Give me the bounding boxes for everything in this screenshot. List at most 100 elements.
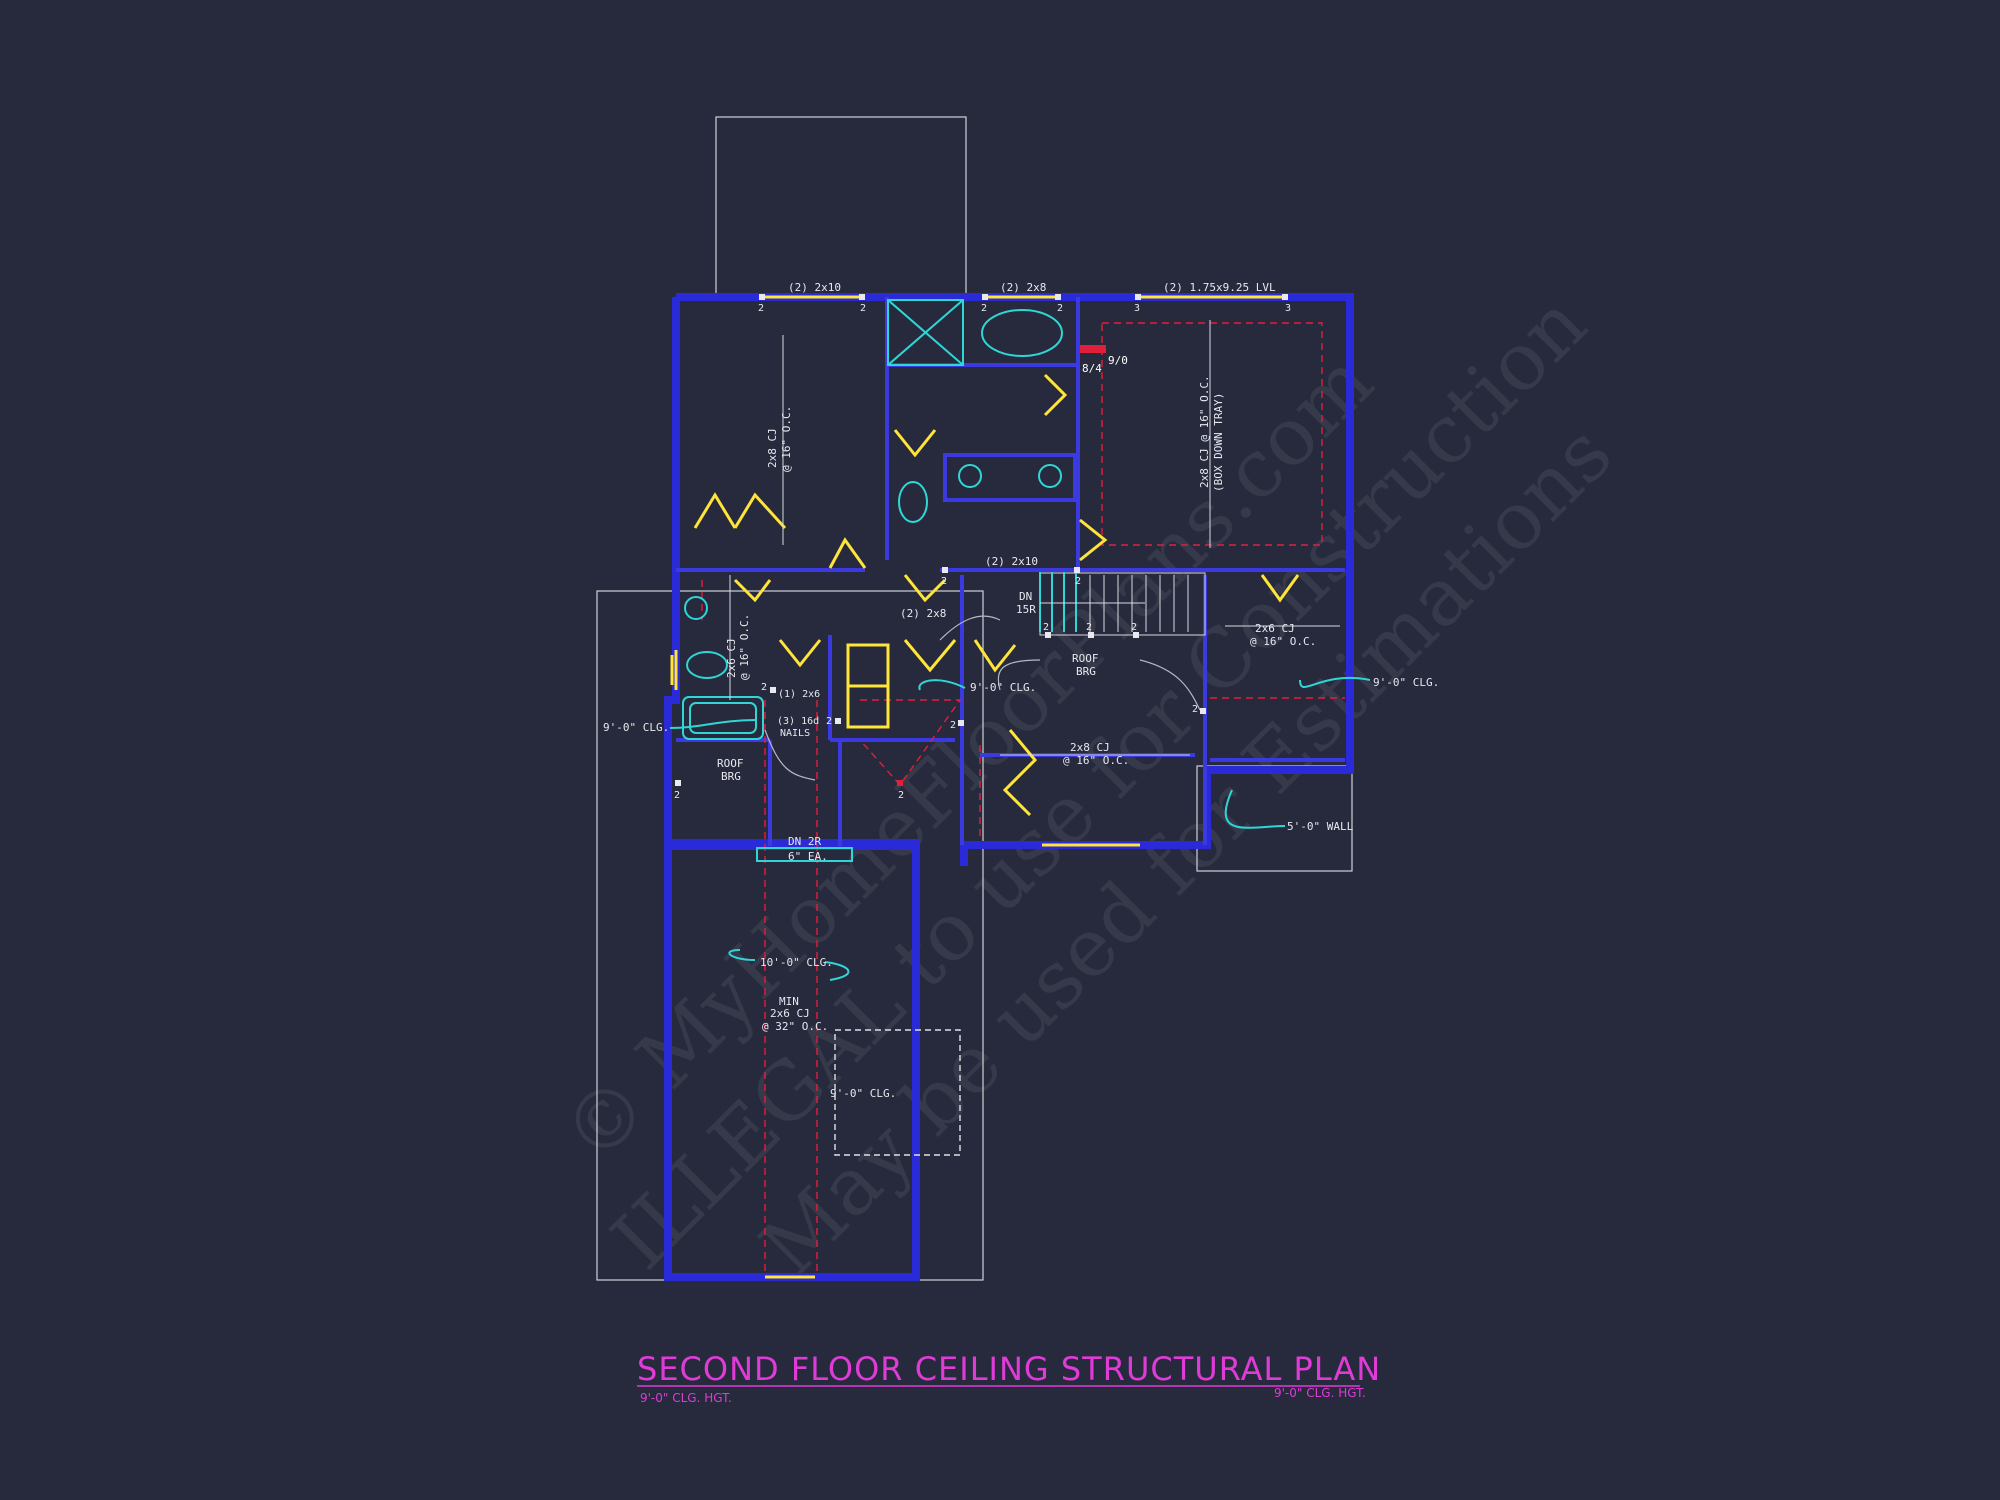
sink xyxy=(1038,464,1062,488)
ceiling-label: 10'-0" CLG. xyxy=(760,956,833,969)
post-labels: 2 2 2 2 3 3 2 2 2 2 2 2 2 2 2 2 2 xyxy=(674,303,1291,801)
header-label: (2) 2x10 xyxy=(788,281,841,294)
post-label: 2 xyxy=(941,576,947,587)
joist-label: 2x6 CJ xyxy=(770,1007,810,1020)
door-swing xyxy=(1002,729,1038,817)
post-label: 2 xyxy=(758,303,764,314)
post-label: 2 xyxy=(981,303,987,314)
door-swing xyxy=(1260,574,1300,603)
header-label: (2) 2x10 xyxy=(985,555,1038,568)
door-swing xyxy=(1043,373,1068,417)
header-label: (3) 16d xyxy=(777,716,819,727)
joist-label: @ 16" O.C. xyxy=(1250,635,1316,648)
door-swing xyxy=(693,492,737,529)
stair xyxy=(756,572,1206,862)
joist-label: @ 32" O.C. xyxy=(762,1020,828,1033)
vanity-wall xyxy=(943,453,1077,502)
tray-lines xyxy=(701,322,1345,1275)
ceiling-labels: 9'-0" CLG. 9'-0" CLG. 9'-0" CLG. 10'-0" … xyxy=(603,676,1439,1100)
bearing-leader xyxy=(764,729,816,781)
tray-labels: 8/4 9/0 xyxy=(1082,354,1128,375)
door-swing xyxy=(903,574,947,603)
tray-step-marker xyxy=(1080,345,1106,353)
post-label: 2 xyxy=(1075,576,1081,587)
post-marker xyxy=(675,780,681,786)
shower xyxy=(887,299,964,366)
bearing-labels: ROOF BRG ROOF BRG xyxy=(717,652,1099,783)
ceiling-leaders xyxy=(669,615,1371,981)
joist-label: @ 16" O.C. xyxy=(780,406,793,472)
sink xyxy=(958,464,982,488)
stair-labels: DN 15R DN 2R 6" EA. xyxy=(788,590,1036,863)
toilet xyxy=(898,481,928,523)
lower-tray xyxy=(834,1029,961,1156)
stair-label: 15R xyxy=(1016,603,1036,616)
post-label: 2 xyxy=(826,716,832,727)
bearing-label: ROOF xyxy=(717,757,744,770)
ceiling-leader xyxy=(669,719,756,729)
post-marker xyxy=(1045,632,1051,638)
ceiling-label: 9'-0" CLG. xyxy=(1373,676,1439,689)
joist-label: @ 16" O.C. xyxy=(738,614,751,680)
post-marker xyxy=(1088,632,1094,638)
post-label: 3 xyxy=(1285,303,1291,314)
header-label: (2) 1.75x9.25 LVL xyxy=(1163,281,1276,294)
door-swing xyxy=(828,537,867,569)
span-arrows xyxy=(729,320,1340,756)
tray-label: 8/4 xyxy=(1082,362,1102,375)
ceiling-label: 9'-0" CLG. xyxy=(830,1087,896,1100)
bathtub xyxy=(682,696,764,740)
post-marker xyxy=(942,567,948,573)
shower-x xyxy=(887,299,964,366)
post-marker xyxy=(835,718,841,724)
door-swing xyxy=(893,429,937,458)
ceiling-label: 9'-0" CLG. xyxy=(970,681,1036,694)
door-swing xyxy=(973,639,1017,673)
bearing-label: BRG xyxy=(721,770,741,783)
post-markers xyxy=(675,294,1288,786)
bathtub-inner xyxy=(689,702,757,734)
joist-label: @ 16" O.C. xyxy=(1063,754,1129,767)
upper-porch-outline xyxy=(715,116,967,298)
post-marker xyxy=(982,294,988,300)
joist-label: 2x8 CJ @ 16" O.C. xyxy=(1198,375,1211,488)
door-swing xyxy=(733,578,772,603)
post-marker xyxy=(1200,708,1206,714)
header-label: NAILS xyxy=(780,728,810,739)
toilet xyxy=(686,651,728,679)
post-marker xyxy=(1133,632,1139,638)
bearing-leader xyxy=(939,615,1001,641)
post-label: 2 xyxy=(1131,622,1137,633)
joist-label: 2x6 CJ xyxy=(725,638,738,678)
ceiling-label: 9'-0" CLG. xyxy=(603,721,669,734)
tub xyxy=(981,309,1063,357)
joist-labels: 2x8 CJ @ 16" O.C. 2x8 CJ @ 16" O.C. (BOX… xyxy=(725,375,1316,1033)
post-label: 2 xyxy=(950,720,956,731)
header-labels: (2) 2x10 (2) 2x8 (2) 1.75x9.25 LVL (2) 2… xyxy=(777,281,1276,739)
stair-label: 6" EA. xyxy=(788,850,828,863)
post-marker xyxy=(770,687,776,693)
ceiling-leader xyxy=(1299,676,1371,689)
header-label: (2) 2x8 xyxy=(900,607,946,620)
joist-label: 2x8 CJ xyxy=(1070,741,1110,754)
bearing-label: ROOF xyxy=(1072,652,1099,665)
door-swing xyxy=(1079,518,1108,562)
ceiling-leader xyxy=(1224,789,1286,829)
post-marker xyxy=(759,294,765,300)
watermark-line-2: ILLEGAL to use for Construction xyxy=(594,277,1604,1287)
box-down-tray xyxy=(1101,322,1323,546)
post-marker xyxy=(1282,294,1288,300)
post-label: 2 xyxy=(1057,303,1063,314)
post-marker xyxy=(958,720,964,726)
post-label: 2 xyxy=(761,682,767,693)
title-block: SECOND FLOOR CEILING STRUCTURAL PLAN 9'-… xyxy=(637,1350,1380,1405)
post-label: 2 xyxy=(1086,622,1092,633)
joist-label: (BOX DOWN TRAY) xyxy=(1212,393,1225,492)
bearing-label: BRG xyxy=(1076,665,1096,678)
plan-subtitle-left: 9'-0" CLG. HGT. xyxy=(640,1391,732,1405)
door-swing xyxy=(778,639,822,668)
ceiling-leader xyxy=(824,961,850,981)
post-label: 2 xyxy=(1192,704,1198,715)
post-marker xyxy=(1055,294,1061,300)
